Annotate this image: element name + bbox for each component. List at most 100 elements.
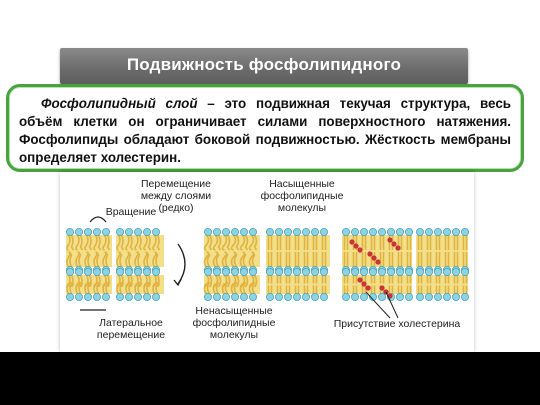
lipid-tail bbox=[137, 281, 141, 295]
lipid-tail bbox=[116, 234, 121, 251]
lipid-head bbox=[292, 268, 301, 277]
lipid-head bbox=[301, 268, 310, 277]
lipid-tail bbox=[217, 274, 222, 288]
lipid-head bbox=[83, 268, 92, 277]
lipid-tail bbox=[206, 251, 211, 268]
lipid-head bbox=[319, 268, 328, 277]
lipid-head bbox=[116, 228, 125, 237]
lipid-head bbox=[152, 228, 161, 237]
lipid-tail bbox=[152, 234, 157, 251]
lipid-head bbox=[415, 228, 424, 237]
cholesterol-molecule bbox=[391, 241, 397, 247]
lipid-head bbox=[433, 268, 442, 277]
label-rotation: Вращение bbox=[105, 206, 157, 218]
lipid-tail bbox=[253, 274, 258, 288]
lipid-tail bbox=[119, 281, 123, 295]
lipid-tail bbox=[235, 274, 240, 288]
label-saturated: Насыщенные фосфолипидные молекулы bbox=[260, 178, 344, 214]
lipid-tail bbox=[93, 234, 98, 251]
lipid-head bbox=[433, 228, 442, 237]
lipid-tail bbox=[138, 274, 143, 288]
lipid-tail bbox=[226, 234, 231, 251]
lipid-tail bbox=[68, 251, 73, 268]
lipid-tail bbox=[136, 251, 141, 268]
lipid-head bbox=[359, 293, 368, 302]
lipid-head bbox=[134, 268, 143, 277]
lipid-head bbox=[310, 228, 319, 237]
flip-flop-arrowhead bbox=[173, 278, 182, 287]
lipid-head bbox=[239, 268, 248, 277]
lipid-head bbox=[248, 293, 257, 302]
lipid-tail bbox=[244, 234, 249, 251]
lipid-head bbox=[274, 293, 283, 302]
cholesterol-molecule bbox=[375, 259, 381, 265]
label-unsaturated: Ненасыщенные фосфолипидные молекулы bbox=[192, 305, 276, 341]
lipid-tail bbox=[203, 283, 208, 295]
lipid-head bbox=[152, 293, 161, 302]
lipid-head bbox=[386, 228, 395, 237]
lipid-tail bbox=[251, 251, 256, 268]
lipid-head bbox=[125, 293, 134, 302]
lipid-head bbox=[368, 293, 377, 302]
lipid-tail bbox=[129, 234, 134, 251]
lipid-head bbox=[292, 293, 301, 302]
lipid-tail bbox=[212, 234, 219, 251]
lipid-tail bbox=[138, 234, 143, 251]
lipid-tail bbox=[221, 234, 228, 251]
lipid-tail bbox=[239, 234, 246, 251]
lipid-head bbox=[350, 228, 359, 237]
lipid-tail bbox=[155, 281, 159, 295]
lipid-tail bbox=[120, 234, 125, 251]
lipid-head bbox=[116, 293, 125, 302]
lipid-tail bbox=[128, 281, 132, 295]
lipid-tail bbox=[143, 283, 147, 295]
lipid-head bbox=[442, 268, 451, 277]
lipid-tail bbox=[206, 281, 211, 295]
lipid-head bbox=[292, 228, 301, 237]
flip-flop-arrow bbox=[177, 243, 186, 285]
lipid-head bbox=[386, 268, 395, 277]
lipid-head bbox=[102, 228, 111, 237]
lipid-tail bbox=[93, 283, 97, 295]
cholesterol-molecule bbox=[361, 281, 367, 287]
lipid-head bbox=[221, 268, 230, 277]
lipid-head bbox=[301, 293, 310, 302]
lipid-tail bbox=[251, 281, 256, 295]
lipid-head bbox=[93, 228, 102, 237]
lipid-tail bbox=[70, 274, 75, 288]
cholesterol-pointer bbox=[385, 291, 399, 319]
cholesterol-molecule bbox=[367, 251, 373, 257]
lipid-head bbox=[102, 268, 111, 277]
lipid-tail bbox=[106, 274, 111, 288]
lipid-tail bbox=[96, 281, 100, 295]
lipid-tail bbox=[203, 234, 210, 251]
lipid-head bbox=[310, 293, 319, 302]
lipid-tail bbox=[116, 283, 120, 295]
lipid-head bbox=[341, 268, 350, 277]
lipid-tail bbox=[95, 251, 100, 268]
lipid-tail bbox=[208, 274, 213, 288]
lipid-tail bbox=[242, 251, 247, 268]
membrane-illustration bbox=[66, 216, 469, 319]
lipid-tail bbox=[224, 281, 229, 295]
lipid-tail bbox=[147, 234, 152, 251]
lipid-head bbox=[221, 293, 230, 302]
lipid-head bbox=[404, 228, 413, 237]
lipid-head bbox=[424, 228, 433, 237]
label-flip-flop: Перемещение между слоями (редко) bbox=[140, 178, 212, 214]
lipid-head bbox=[102, 293, 111, 302]
lipid-head bbox=[152, 268, 161, 277]
lipid-head bbox=[83, 228, 92, 237]
cholesterol-molecule bbox=[357, 247, 363, 253]
lipid-tail bbox=[244, 274, 249, 288]
membrane-band bbox=[416, 275, 468, 294]
lipid-tail bbox=[156, 234, 161, 251]
lipid-head bbox=[350, 293, 359, 302]
lipid-head bbox=[230, 293, 239, 302]
lipid-head bbox=[460, 268, 469, 277]
lipid-tail bbox=[84, 234, 89, 251]
lipid-head bbox=[212, 228, 221, 237]
lipid-tail bbox=[129, 274, 134, 288]
lipid-head bbox=[230, 228, 239, 237]
lipid-head bbox=[341, 293, 350, 302]
